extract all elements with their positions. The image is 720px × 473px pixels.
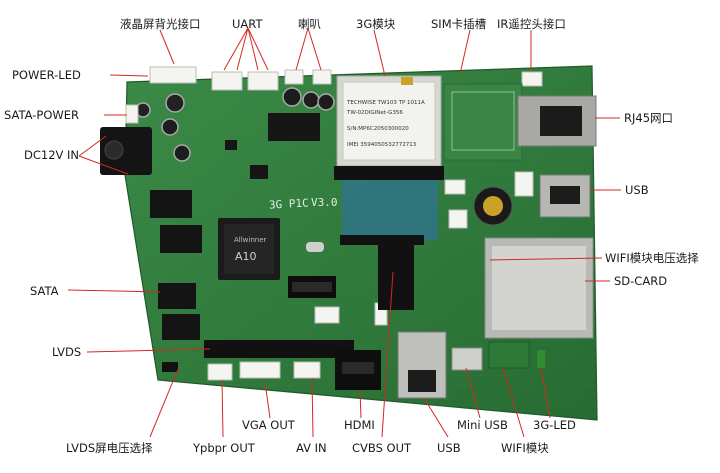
label-rj45: RJ45网口 (624, 111, 674, 125)
label-usb-bottom: USB (437, 441, 461, 455)
label-dc12v: DC12V IN (24, 148, 80, 162)
ypbpr-connector (207, 363, 233, 381)
callout-lines (67, 27, 621, 438)
label-wifi-module: WIFI模块 (501, 441, 549, 455)
label-av-in: AV IN (296, 441, 327, 455)
speaker-connector-2 (312, 69, 332, 85)
module-label-line-3: S/N:MP6C2050300020 (347, 126, 409, 132)
silk-board-rev: V3.0 (311, 196, 338, 209)
label-wifi-voltage: WIFI模块电压选择 (605, 251, 699, 265)
uart-connector-2 (247, 71, 279, 91)
mini-pcie-board (342, 180, 438, 240)
lvds-voltage-jumper (162, 362, 178, 372)
label-uart: UART (232, 17, 263, 31)
label-mini-usb: Mini USB (457, 418, 508, 432)
module-label-line-2: TW-02DIGINet-G356 (346, 110, 403, 116)
label-sata-power: SATA-POWER (4, 108, 79, 122)
ddr-chip-4 (162, 314, 200, 340)
ddr-chip-3 (158, 283, 196, 309)
uart-chip (268, 113, 320, 141)
ir-connector (521, 71, 543, 87)
label-power-led: POWER-LED (12, 68, 81, 82)
dc-jack (100, 127, 152, 175)
vga-connector (239, 361, 281, 379)
label-sim-slot: SIM卡插槽 (431, 17, 487, 31)
label-hdmi: HDMI (344, 418, 375, 432)
label-lvds: LVDS (52, 345, 82, 359)
cpu-name: A10 (235, 250, 257, 263)
label-vga-out: VGA OUT (242, 418, 295, 432)
ddr-chip-2 (160, 225, 202, 253)
speaker-connector-1 (284, 69, 304, 85)
uart-connector-1 (211, 71, 243, 91)
sim-card-area (443, 83, 523, 161)
lvds-header (204, 340, 354, 358)
mini-usb-port (451, 347, 483, 371)
label-speaker: 喇叭 (298, 17, 321, 31)
wifi-module (488, 341, 530, 369)
label-3g-led: 3G-LED (533, 418, 576, 432)
label-3g-module: 3G模块 (356, 17, 396, 31)
ddr-chip-1 (150, 190, 192, 218)
module-label-line-4: IMEI 3594050532772713 (347, 142, 417, 148)
label-cvbs-out: CVBS OUT (352, 441, 412, 455)
cpu-brand: Allwinner (234, 236, 267, 244)
module-label-line-1: TECHWISE TW103 TP 1011A (346, 100, 425, 106)
mini-pcie-slot (334, 166, 444, 180)
silk-board-name: 3G P1C (269, 197, 309, 212)
label-usb-right: USB (625, 183, 649, 197)
cvbs-jack (378, 240, 414, 310)
label-lvds-voltage: LVDS屏电压选择 (66, 441, 153, 455)
label-ir-port: IR遥控头接口 (497, 17, 566, 31)
av-in-connector (293, 361, 321, 379)
label-ypbpr-out: Ypbpr OUT (193, 441, 255, 455)
label-sata: SATA (30, 284, 59, 298)
label-lcd-backlight: 液晶屏背光接口 (120, 17, 201, 31)
led-3g (537, 350, 545, 368)
lcd-backlight-connector (149, 66, 197, 84)
label-sd-card: SD-CARD (614, 274, 668, 288)
